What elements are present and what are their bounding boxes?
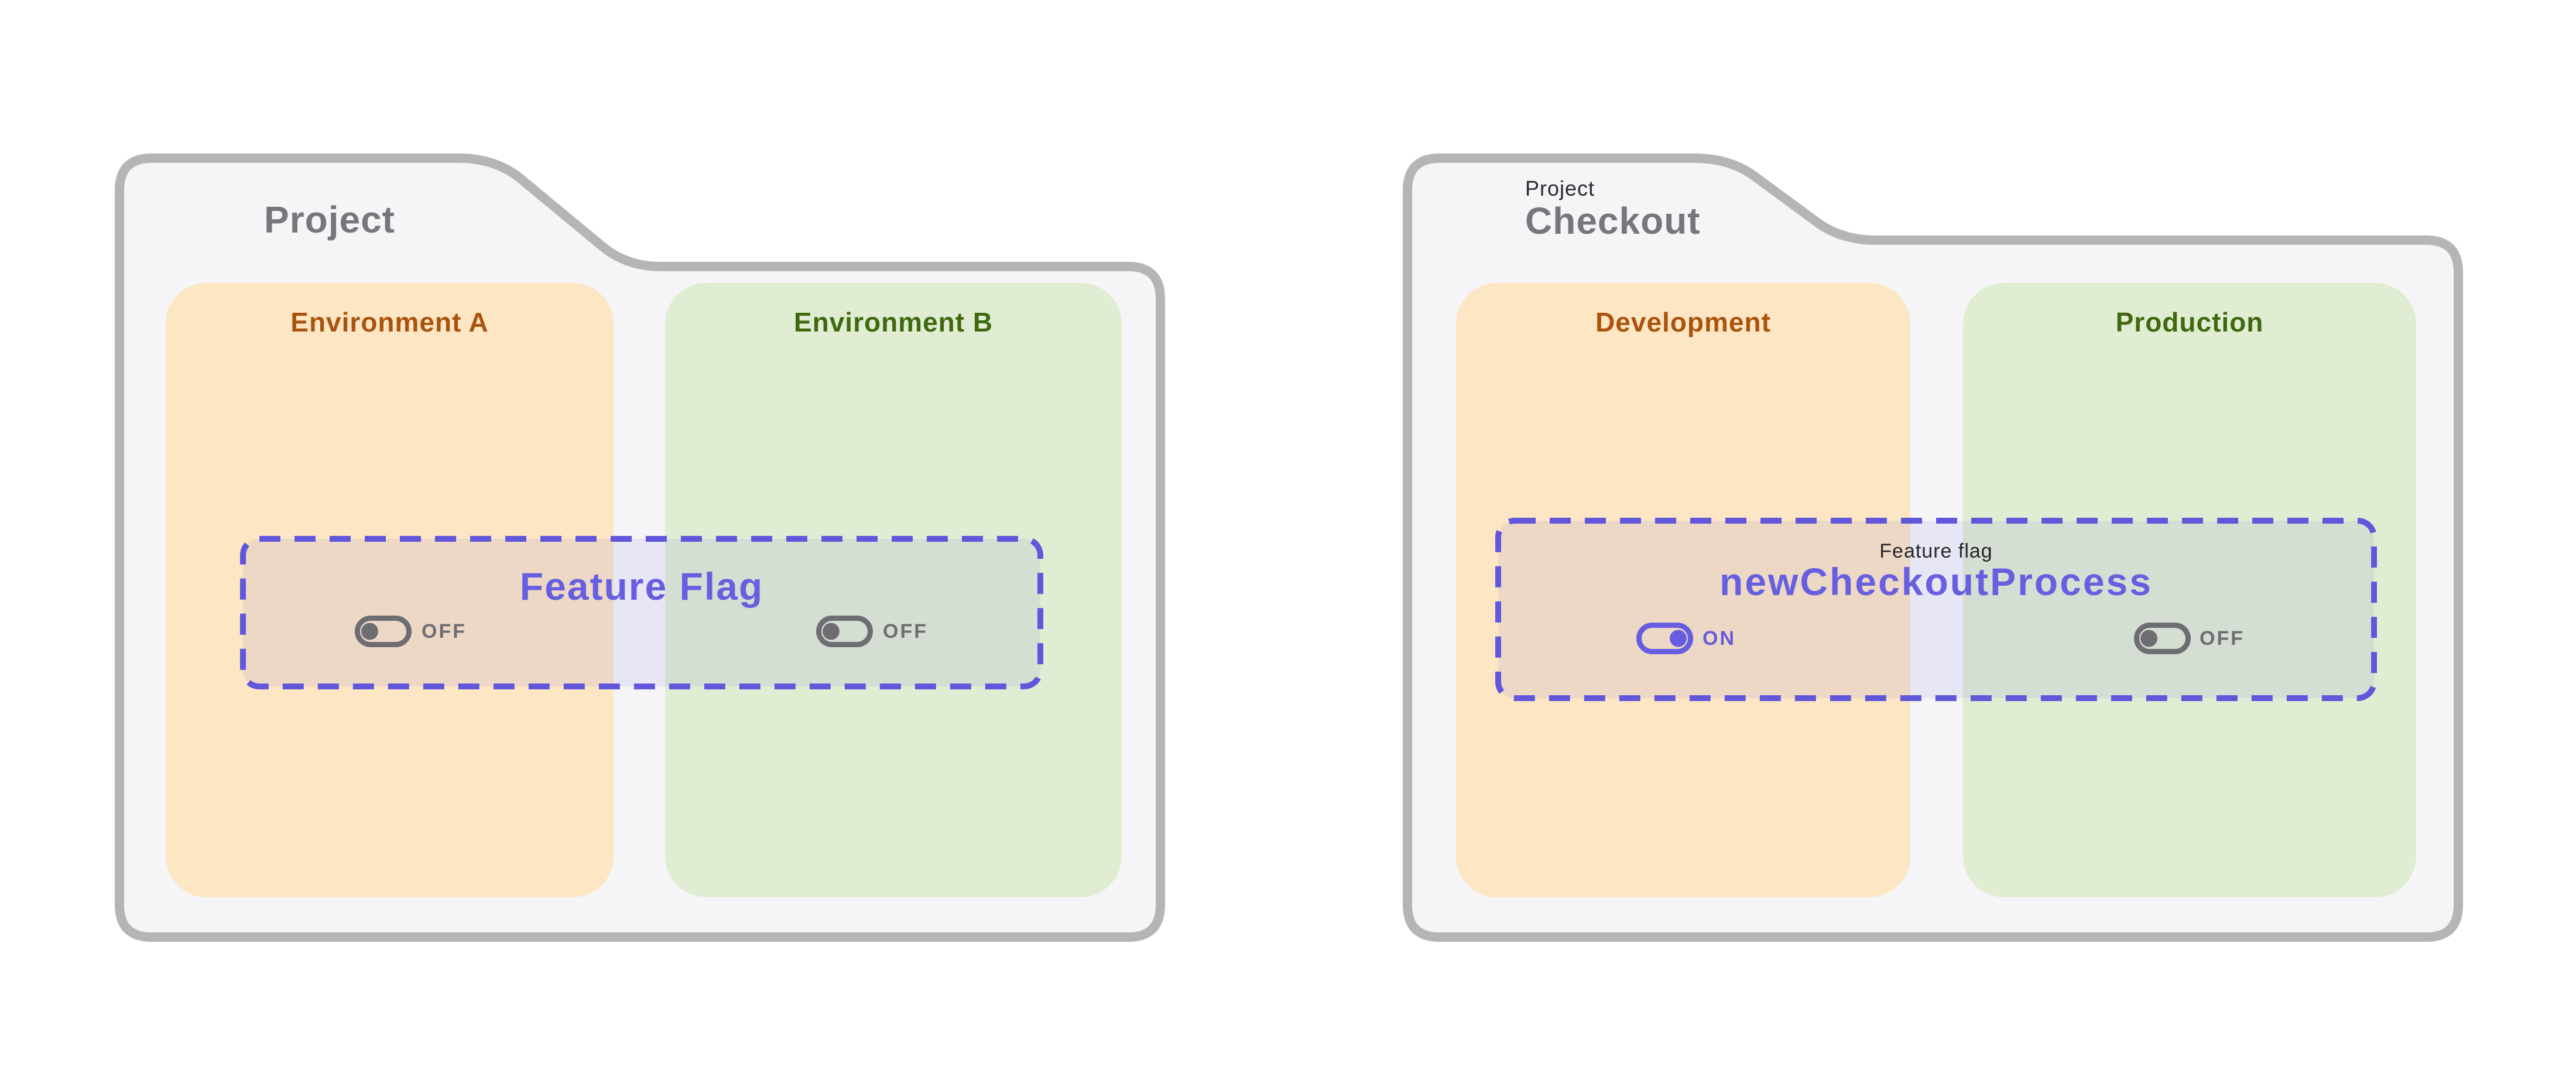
toggle-switch-env-b[interactable] (816, 616, 873, 647)
folder-kicker-right: Project (1525, 176, 1595, 200)
toggle-switch-development[interactable] (1636, 623, 1693, 654)
folder-title-right: Checkout (1525, 200, 1701, 242)
toggle-state-label-development: ON (1703, 627, 1736, 650)
development-panel (1456, 283, 1910, 897)
feature-flag-box-left (240, 536, 1043, 689)
development-label: Development (1595, 307, 1771, 337)
feature-flag-kicker: Feature flag (1879, 540, 1993, 562)
environment-b-label: Environment B (793, 307, 994, 337)
feature-flag-name-left: Feature Flag (519, 565, 764, 608)
toggle-knob (1670, 630, 1687, 647)
toggle-switch-env-a[interactable] (355, 616, 412, 647)
environment-panel-b (665, 283, 1122, 897)
toggle-state-label-env-a: OFF (422, 620, 467, 643)
toggle-knob (2140, 630, 2157, 647)
folder-title-left: Project (264, 199, 395, 241)
feature-flag-name-right: newCheckoutProcess (1719, 560, 2153, 603)
toggle-switch-production[interactable] (2134, 623, 2191, 654)
toggle-knob (823, 623, 840, 640)
toggle-knob (361, 623, 378, 640)
toggle-state-label-production: OFF (2200, 627, 2245, 650)
toggle-state-label-env-b: OFF (883, 620, 928, 643)
production-label: Production (2115, 307, 2264, 337)
production-panel (1963, 283, 2416, 897)
environment-a-label: Environment A (290, 307, 489, 337)
